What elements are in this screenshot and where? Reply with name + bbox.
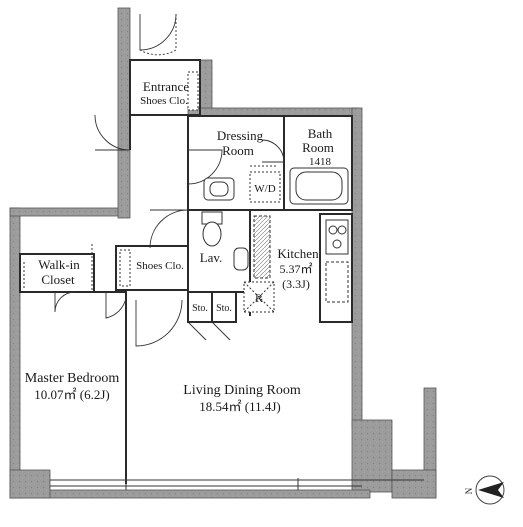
label-bath-2: Room <box>302 140 334 155</box>
label-wd: W/D <box>254 183 275 195</box>
label-storage-2: Sto. <box>216 303 232 314</box>
kitchen-sink <box>325 261 349 303</box>
compass-label: N <box>464 487 474 494</box>
wall-balcony-bottom <box>391 469 437 499</box>
wd-box <box>249 171 281 203</box>
compass-arrow-icon <box>478 482 504 498</box>
door-walkin <box>54 291 76 313</box>
wall-corridor-right <box>199 59 213 116</box>
label-bath-size: 1418 <box>309 156 332 168</box>
label-shoes-clo: Shoes Clo. <box>136 260 184 272</box>
label-living-1: Living Dining Room <box>183 383 301 398</box>
label-master-2: 10.07㎡ (6.2J) <box>34 387 109 402</box>
wall-left <box>9 207 21 499</box>
wall-balcony-right <box>351 419 393 493</box>
wall-bottom-left <box>9 469 51 499</box>
door-dressing <box>187 149 223 185</box>
wall-right <box>351 107 363 429</box>
cooktop <box>325 219 349 255</box>
door-entrance <box>139 13 177 51</box>
label-master-1: Master Bedroom <box>25 371 120 386</box>
label-walkin-2: Closet <box>41 272 75 287</box>
label-kitchen-jo: (3.3J) <box>282 277 310 291</box>
label-storage-1: Sto. <box>192 303 208 314</box>
compass: N <box>464 475 505 505</box>
doors <box>54 13 285 347</box>
label-entrance: Entrance <box>143 79 189 94</box>
refrigerator-box <box>243 281 275 313</box>
kitchen-unit <box>253 215 271 279</box>
label-dressing-2: Room <box>222 143 254 158</box>
wall-corridor-left <box>117 7 131 219</box>
label-kitchen-area: 5.37㎡ <box>279 262 312 276</box>
toilet-bowl <box>202 221 222 247</box>
label-dressing-1: Dressing <box>217 128 264 143</box>
windows <box>50 478 424 490</box>
wall-bath-top <box>187 107 359 117</box>
door-bath <box>261 139 285 163</box>
door-living <box>135 299 183 347</box>
label-entrance-shoes: Shoes Clo. <box>140 95 188 107</box>
label-refrigerator: R <box>255 291 263 305</box>
label-lav: Lav. <box>200 250 223 265</box>
label-living-2: 18.54㎡ (11.4J) <box>199 399 281 414</box>
compass-ring-icon <box>475 475 505 505</box>
door-lav <box>149 209 189 249</box>
wall-bottom <box>9 489 371 499</box>
wall-bedroom-top <box>9 207 123 217</box>
label-kitchen: Kitchen <box>277 246 319 261</box>
lav-sink <box>233 247 249 271</box>
label-bath-1: Bath <box>308 126 333 141</box>
door-sto1 <box>187 321 231 341</box>
label-walkin-1: Walk-in <box>38 257 80 272</box>
room-labels: Entrance Shoes Clo. Dressing Room Bath R… <box>25 79 334 414</box>
door-bedroom <box>105 292 127 319</box>
door-corridor <box>94 114 131 151</box>
fixtures <box>23 71 349 313</box>
